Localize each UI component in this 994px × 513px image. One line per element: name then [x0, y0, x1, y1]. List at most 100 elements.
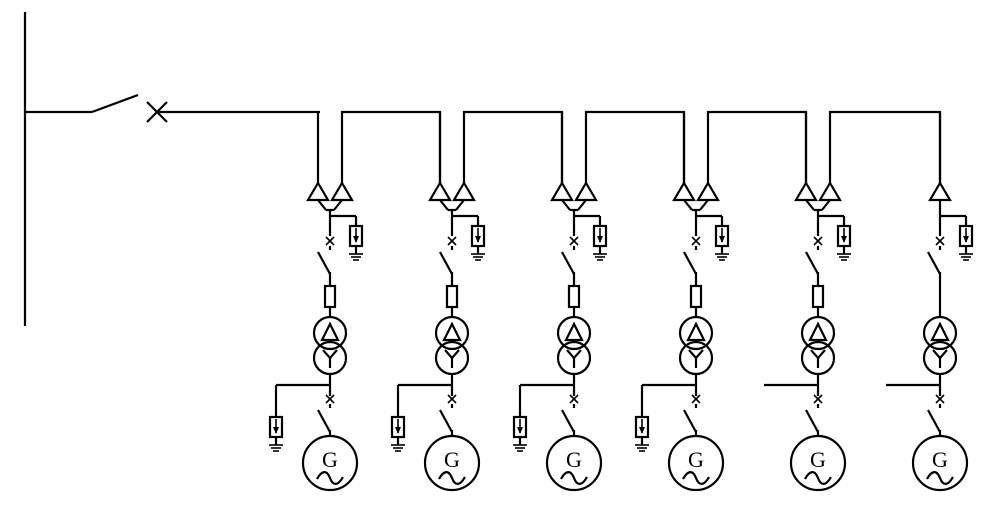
- feed-loop: [584, 110, 686, 185]
- upper-switch-blade: [683, 251, 697, 275]
- cross-b: [813, 236, 823, 246]
- upper-breaker-icon: [569, 236, 579, 246]
- generator-label: G: [444, 447, 460, 472]
- main-feeder: [25, 93, 320, 123]
- fuse-icon: [811, 284, 825, 309]
- ac-wave-icon: [682, 471, 710, 485]
- lower-breaker-icon: [447, 394, 457, 404]
- terminal-merge-right: [821, 199, 831, 211]
- fuse-icon: [567, 284, 581, 309]
- fuse-icon: [445, 284, 459, 309]
- feed-loop: [462, 110, 564, 185]
- generator-label: G: [932, 447, 948, 472]
- generator-icon: [423, 434, 481, 492]
- feed-loop: [340, 110, 442, 185]
- arrester-arrow-head: [273, 427, 279, 434]
- cross-b: [935, 394, 945, 404]
- fuse-icon: [689, 284, 703, 309]
- arrester-arrow-head: [517, 427, 523, 434]
- upper-switch-blade: [439, 251, 453, 275]
- delta-winding-icon: [930, 321, 950, 342]
- ac-wave-icon: [438, 471, 466, 485]
- ring-feeds: [316, 110, 942, 185]
- surge-arrester-icon: [348, 216, 364, 261]
- cross-b: [325, 394, 335, 404]
- arrester-arrow-head: [639, 427, 645, 434]
- wye-right: [939, 349, 948, 359]
- lower-switch-blade: [927, 409, 941, 433]
- upper-switch-blade: [317, 251, 331, 275]
- fuse-icon: [323, 284, 337, 309]
- generator-icon: [789, 434, 847, 492]
- wye-right: [451, 349, 460, 359]
- lower-switch-blade: [805, 409, 819, 433]
- cross-b: [691, 236, 701, 246]
- transformer-primary-icon: [922, 315, 958, 351]
- arrester-arrow-head: [395, 427, 401, 434]
- wye-left: [444, 349, 453, 359]
- ac-wave-icon: [560, 471, 588, 485]
- feeder-terminal-left-icon: [672, 180, 696, 202]
- lower-switch-blade: [561, 409, 575, 433]
- wye-left: [566, 349, 575, 359]
- cross-b: [691, 394, 701, 404]
- feeder-terminal-right-icon: [452, 180, 476, 202]
- lower-breaker-icon: [935, 394, 945, 404]
- generator-unit: G: [886, 180, 974, 492]
- wye-left: [932, 349, 941, 359]
- arrester-arrow-head: [963, 236, 969, 243]
- wye-right: [695, 349, 704, 359]
- tap-arrester-icon: [634, 404, 650, 452]
- wye-left: [322, 349, 331, 359]
- lower-switch-blade: [683, 409, 697, 433]
- delta-winding-icon: [808, 321, 828, 342]
- lower-switch-blade: [317, 409, 331, 433]
- generator-icon: [545, 434, 603, 492]
- generator-unit: G: [634, 180, 730, 492]
- cross-b: [569, 394, 579, 404]
- upper-switch-blade: [927, 251, 941, 275]
- transformer-primary-icon: [800, 315, 836, 351]
- lower-switch-blade: [439, 409, 453, 433]
- transformer-primary-icon: [434, 315, 470, 351]
- arrester-arrow-head: [353, 236, 359, 243]
- upper-switch-blade: [805, 251, 819, 275]
- lower-breaker-icon: [325, 394, 335, 404]
- terminal-merge-right: [577, 199, 587, 211]
- arrester-arrow-head: [597, 236, 603, 243]
- generator-label: G: [322, 447, 338, 472]
- terminal-merge-right: [333, 199, 343, 211]
- tap-arrester-icon: [268, 404, 284, 452]
- transformer-primary-icon: [556, 315, 592, 351]
- delta-winding-icon: [686, 321, 706, 342]
- arrester-arrow-head: [719, 236, 725, 243]
- upper-breaker-icon: [813, 236, 823, 246]
- lower-breaker-icon: [813, 394, 823, 404]
- arrester-arrow-head: [841, 236, 847, 243]
- delta-winding-icon: [442, 321, 462, 342]
- cross-b: [813, 394, 823, 404]
- wye-right: [573, 349, 582, 359]
- feed-loop: [706, 110, 808, 185]
- delta-winding-icon: [564, 321, 584, 342]
- feeder-terminal-right-icon: [574, 180, 598, 202]
- cross-b: [447, 394, 457, 404]
- upper-breaker-icon: [691, 236, 701, 246]
- ac-wave-icon: [926, 471, 954, 485]
- feeder-terminal-left-icon: [794, 180, 818, 202]
- terminal-merge-left: [317, 199, 327, 211]
- terminal-merge-right: [699, 199, 709, 211]
- feeder-terminal-right-icon: [696, 180, 720, 202]
- feeder-terminal-right-icon: [330, 180, 354, 202]
- feeder-terminal-left-icon: [550, 180, 574, 202]
- upper-switch-blade: [561, 251, 575, 275]
- terminal-merge-right: [455, 199, 465, 211]
- lower-breaker-icon: [691, 394, 701, 404]
- terminal-merge-left: [683, 199, 693, 211]
- generator-icon: [667, 434, 725, 492]
- generator-unit: G: [764, 180, 852, 492]
- generator-label: G: [810, 447, 826, 472]
- transformer-primary-icon: [678, 315, 714, 351]
